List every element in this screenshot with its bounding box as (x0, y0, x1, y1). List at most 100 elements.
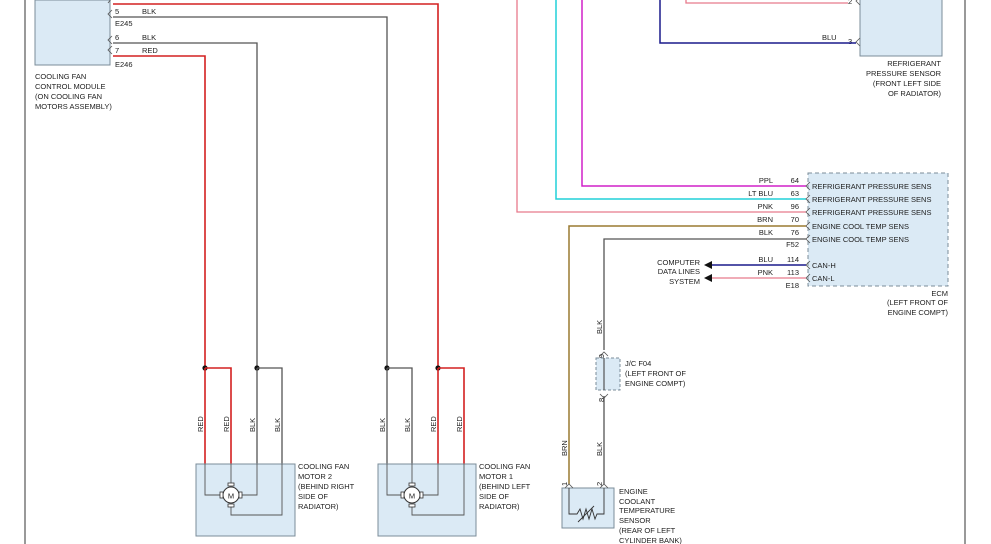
ect-title-3: TEMPERATURE (619, 506, 675, 515)
thermistor-icon (568, 488, 605, 523)
wire-red-m1-b (438, 367, 465, 464)
ecm-row-5-color: BLK (759, 228, 773, 237)
ecm-row-3-desc: REFRIGERANT PRESSURE SENS (812, 208, 931, 217)
wire-blk-m2-b (257, 367, 283, 464)
cooling-fan-motor-2-box (195, 463, 296, 537)
data-lines-label-3: SYSTEM (669, 277, 700, 286)
cfcm-conn-e245: E245 (115, 19, 133, 28)
motor-1-title-4: SIDE OF (479, 492, 509, 501)
svg-text:M: M (228, 492, 234, 501)
cfcm-wire-7-color: RED (142, 46, 158, 55)
cfcm-title-4: MOTORS ASSEMBLY) (35, 102, 112, 111)
motor-2-title-1: COOLING FAN (298, 462, 349, 471)
wire-blk-ect-upper (603, 238, 806, 350)
ecm-conn-f52: F52 (786, 240, 799, 249)
wire-pink-ref-sensor (685, 0, 848, 4)
m1-wire-label-2: BLK (403, 418, 412, 432)
motor-2-title-2: MOTOR 2 (298, 472, 332, 481)
wire-blk-pin6 (113, 42, 258, 370)
ecm-row-6-color: BLU (758, 255, 773, 264)
ecm-conn-e18: E18 (786, 281, 799, 290)
motor-2-internal (204, 464, 283, 516)
jc-pin-top: 9 (597, 354, 606, 358)
motor-2-title-5: RADIATOR) (298, 502, 339, 511)
ecm-row-2-color: LT BLU (748, 189, 773, 198)
ecm-row-4-desc: ENGINE COOL TEMP SENS (812, 222, 909, 231)
ecm-row-4-color: BRN (757, 215, 773, 224)
wire-blu-ref-sensor (659, 0, 856, 44)
m2-wire-label-3: BLK (248, 418, 257, 432)
motor-1-internal (386, 464, 465, 516)
wire-ppl (581, 0, 806, 187)
data-lines-label-2: DATA LINES (658, 267, 700, 276)
ref-sensor-wire-3-color: BLU (822, 33, 837, 42)
ref-sensor-pin-3: 3 (848, 37, 852, 46)
wire-red-pin7 (113, 55, 206, 370)
refrigerant-pressure-sensor-box (859, 0, 943, 57)
cfcm-title-2: CONTROL MODULE (35, 82, 106, 91)
ect-title-5: (REAR OF LEFT (619, 526, 676, 535)
ect-title-2: COOLANT (619, 497, 656, 506)
data-lines-label-1: COMPUTER (657, 258, 701, 267)
ref-sensor-title-1: REFRIGERANT (887, 59, 941, 68)
m2-wire-label-2: RED (222, 416, 231, 432)
ect-pin-mark-2 (599, 483, 609, 489)
jc-pin-mark-top (599, 351, 609, 357)
ecm-row-7-desc: CAN-L (812, 274, 835, 283)
ecm-row-6-desc: CAN-H (812, 261, 836, 270)
wire-lt-blu (555, 0, 806, 200)
cfcm-title-3: (ON COOLING FAN (35, 92, 102, 101)
ecm-row-6-pin: 114 (787, 255, 799, 264)
ecm-row-1-color: PPL (759, 176, 773, 185)
cfcm-conn-e246: E246 (115, 60, 133, 69)
ect-pin-mark-1 (564, 483, 574, 489)
ecm-row-2-desc: REFRIGERANT PRESSURE SENS (812, 195, 931, 204)
m1-wire-label-4: RED (455, 416, 464, 432)
cooling-fan-motor-1-box (377, 463, 477, 537)
m2-wire-label-4: BLK (273, 418, 282, 432)
ecm-row-7-color: PNK (758, 268, 773, 277)
wire-blk-m1-b (387, 367, 413, 464)
ecm-title-1: ECM (931, 289, 948, 298)
ref-sensor-title-4: OF RADIATOR) (888, 89, 942, 98)
jc-pin-bottom: 8 (597, 398, 606, 402)
jc-title-2: (LEFT FRONT OF (625, 369, 686, 378)
cfcm-wire-6-color: BLK (142, 33, 156, 42)
ect-pin-2: 2 (595, 482, 604, 486)
motor-1-title-2: MOTOR 1 (479, 472, 513, 481)
cfcm-pin-7: 7 (115, 46, 119, 55)
ecm-title-3: ENGINE COMPT) (888, 308, 949, 317)
ecm-box (807, 172, 949, 287)
cfcm-pin-marks (107, 0, 113, 55)
ref-sensor-title-3: (FRONT LEFT SIDE (873, 79, 941, 88)
ecm-row-7-pin: 113 (787, 268, 799, 277)
ect-wire-2-lower-label: BLK (595, 442, 604, 456)
jc-title-3: ENGINE COMPT) (625, 379, 686, 388)
wire-blk-pin5 (113, 16, 388, 370)
m2-wire-label-1: RED (196, 416, 205, 432)
motor-2-title-3: (BEHIND RIGHT (298, 482, 355, 491)
m1-wire-label-1: BLK (378, 418, 387, 432)
cfcm-wire-5-color: BLK (142, 7, 156, 16)
motor-2-title-4: SIDE OF (298, 492, 328, 501)
motor-1-title-3: (BEHIND LEFT (479, 482, 531, 491)
ref-sensor-pin-mark-3 (855, 37, 861, 47)
ect-wire-2-upper-label: BLK (595, 320, 604, 334)
motor-1-title-5: RADIATOR) (479, 502, 520, 511)
ect-title-1: ENGINE (619, 487, 648, 496)
jc-title-1: J/C F04 (625, 359, 651, 368)
wire-pnk (516, 0, 806, 213)
motor-1-title-1: COOLING FAN (479, 462, 530, 471)
engine-coolant-temp-sensor-box (561, 487, 615, 529)
ref-sensor-pin-2: 2 (848, 0, 852, 6)
jc-pin-mark-bottom (599, 393, 609, 399)
can-l-arrow-icon (704, 274, 712, 282)
ect-pin-1: 1 (560, 482, 569, 486)
ref-sensor-pin-mark-2 (855, 0, 861, 6)
ect-title-4: SENSOR (619, 516, 651, 525)
ect-wire-1-label: BRN (560, 440, 569, 456)
ecm-row-5-pin: 76 (791, 228, 799, 237)
m1-wire-label-3: RED (429, 416, 438, 432)
ecm-row-1-pin: 64 (791, 176, 799, 185)
